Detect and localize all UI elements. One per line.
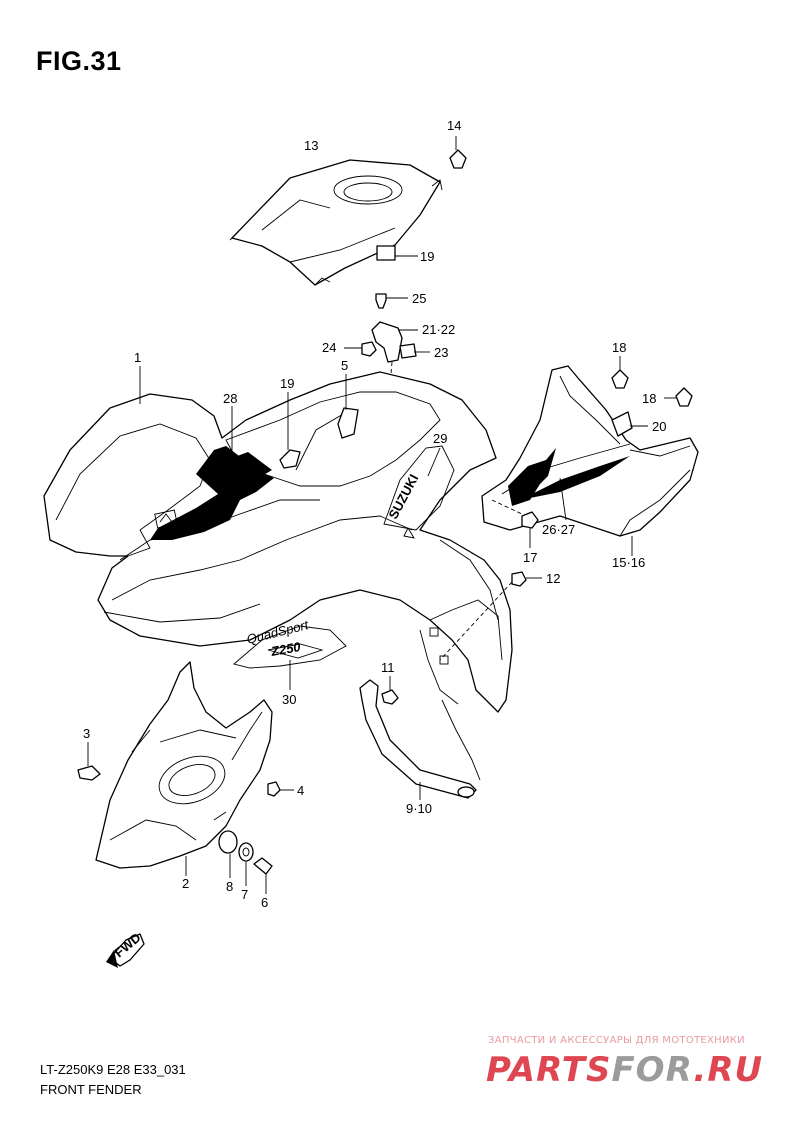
- callout-3: 3: [83, 726, 90, 741]
- callout-5: 5: [341, 358, 348, 373]
- fwd-direction-arrow: [106, 933, 145, 968]
- part-12-bolt[interactable]: [511, 571, 542, 587]
- callout-6: 6: [261, 895, 268, 910]
- part-23-cushion[interactable]: [399, 343, 430, 359]
- part-18-clip-b[interactable]: [664, 387, 693, 407]
- part-25-bolt[interactable]: [375, 293, 408, 309]
- part-13-front-cover[interactable]: [229, 159, 443, 286]
- part-4-screw[interactable]: [267, 781, 294, 797]
- callout-19-b: 19: [420, 249, 434, 264]
- part-15-16-side-cover[interactable]: [481, 365, 699, 537]
- callout-26-27: 26·27: [542, 522, 575, 537]
- part-3-nut[interactable]: [77, 742, 101, 781]
- callout-18-a: 18: [612, 340, 626, 355]
- part-20-cushion[interactable]: [611, 411, 648, 437]
- callout-11: 11: [381, 660, 395, 675]
- part-2-inner-fender[interactable]: [95, 661, 273, 869]
- callout-8: 8: [226, 879, 233, 894]
- part-11-bolt[interactable]: [381, 676, 399, 705]
- callout-28: 28: [223, 391, 237, 406]
- part-18-clip-a[interactable]: [611, 356, 629, 389]
- watermark-tagline: ЗАПЧАСТИ И АКСЕССУАРЫ ДЛЯ МОТОТЕХНИКИ: [488, 1035, 745, 1046]
- callout-19-a: 19: [280, 376, 294, 391]
- part-6-bolt[interactable]: [253, 857, 273, 894]
- watermark-logo-b: FOR: [611, 1050, 694, 1090]
- part-19-cushion-upper[interactable]: [376, 245, 418, 261]
- figure-title: FIG.31: [36, 46, 122, 76]
- watermark-logo-c: .RU: [693, 1050, 764, 1090]
- callout-13: 13: [304, 138, 318, 153]
- part-21-22-bracket[interactable]: [371, 321, 418, 363]
- model-code: LT-Z250K9 E28 E33_031: [40, 1062, 186, 1077]
- callout-14: 14: [447, 118, 461, 133]
- watermark-logo: PARTSFOR.RU: [486, 1050, 763, 1090]
- part-17-screw[interactable]: [521, 511, 539, 548]
- part-24-nut[interactable]: [344, 341, 377, 357]
- part-14-clip[interactable]: [449, 136, 467, 169]
- watermark-logo-a: PARTS: [486, 1050, 612, 1090]
- callout-21-22: 21·22: [422, 322, 455, 337]
- section-name: FRONT FENDER: [40, 1082, 142, 1097]
- callout-7: 7: [241, 887, 248, 902]
- callout-2: 2: [182, 876, 189, 891]
- callout-20: 20: [652, 419, 666, 434]
- part-5-cushion[interactable]: [337, 407, 359, 439]
- callout-18-b: 18: [642, 391, 656, 406]
- callout-15-16: 15·16: [612, 555, 645, 570]
- callout-labels: 1 2 3 4 5 6 7 8 9·10 11 12 13 14 15·16 1…: [83, 118, 666, 910]
- callout-17: 17: [523, 550, 537, 565]
- decal-model-text: Z250: [269, 639, 303, 659]
- callout-12: 12: [546, 571, 560, 586]
- callout-30: 30: [282, 692, 296, 707]
- part-9-10-brace[interactable]: [359, 679, 477, 799]
- part-7-washer[interactable]: [238, 842, 254, 886]
- part-19-cushion-lower[interactable]: [279, 449, 301, 469]
- part-8-grommet[interactable]: [218, 830, 238, 878]
- callout-4: 4: [297, 783, 304, 798]
- callout-23: 23: [434, 345, 448, 360]
- callout-29: 29: [433, 431, 447, 446]
- callout-1: 1: [134, 350, 141, 365]
- callout-24: 24: [322, 340, 336, 355]
- part-1-front-fender[interactable]: [43, 371, 513, 781]
- callout-25: 25: [412, 291, 426, 306]
- callout-9-10: 9·10: [406, 801, 432, 816]
